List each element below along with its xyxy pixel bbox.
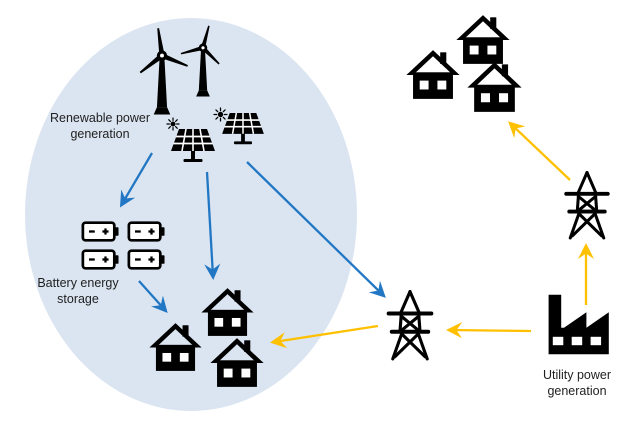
battery-energy-storage-label: Battery energy storage	[37, 276, 119, 306]
house-icon	[466, 61, 523, 113]
transmission-tower-icon	[383, 289, 437, 362]
house-icon	[209, 337, 265, 388]
solar-panel-icon	[168, 128, 218, 167]
renewable-power-generation-label: Renewable power generation	[49, 111, 151, 141]
wind-turbine-icon	[179, 25, 227, 101]
house-icon	[200, 287, 255, 337]
house-icon	[148, 322, 203, 372]
solar-panel-icon	[219, 112, 267, 149]
arrow-utility-to-grid-tower	[445, 322, 532, 339]
battery-icon	[80, 220, 121, 243]
house-icon	[405, 49, 461, 100]
transmission-tower-icon	[561, 170, 613, 241]
house-icon	[455, 14, 511, 65]
battery-icon	[80, 248, 121, 271]
battery-icon	[126, 248, 167, 271]
utility-power-generation-label: Utility power generation	[542, 368, 612, 398]
battery-icon	[126, 220, 167, 243]
factory-icon	[543, 292, 613, 355]
